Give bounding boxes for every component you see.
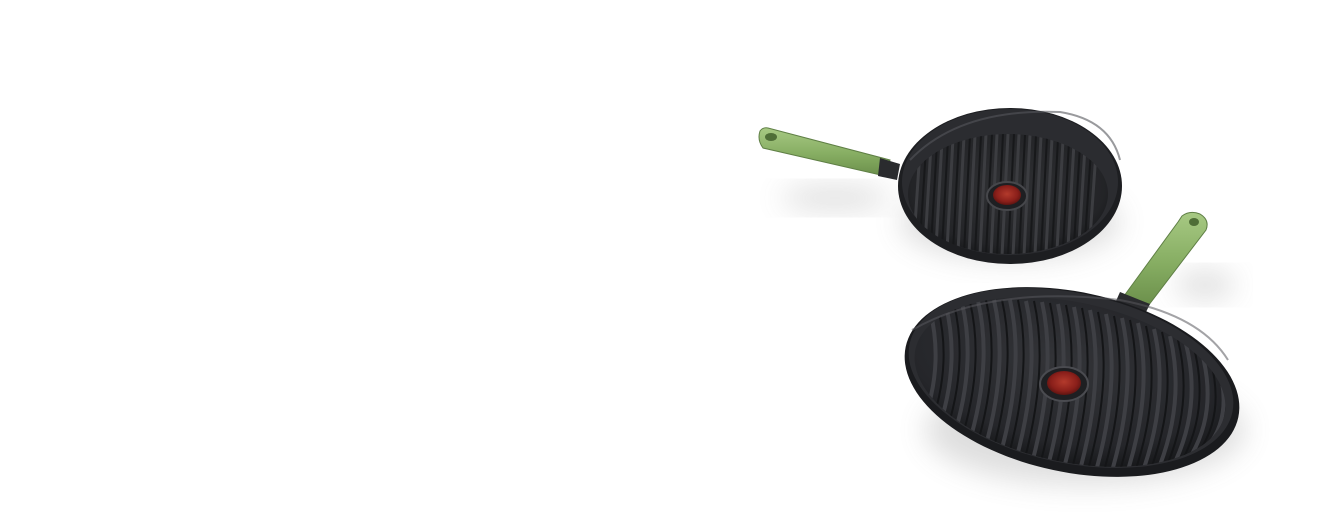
round-pan-handle <box>758 127 900 180</box>
round-grill-pan <box>758 108 1122 264</box>
heat-indicator-oval <box>1039 366 1089 402</box>
oval-grill-pan <box>904 211 1240 477</box>
heat-indicator-round <box>986 181 1028 211</box>
